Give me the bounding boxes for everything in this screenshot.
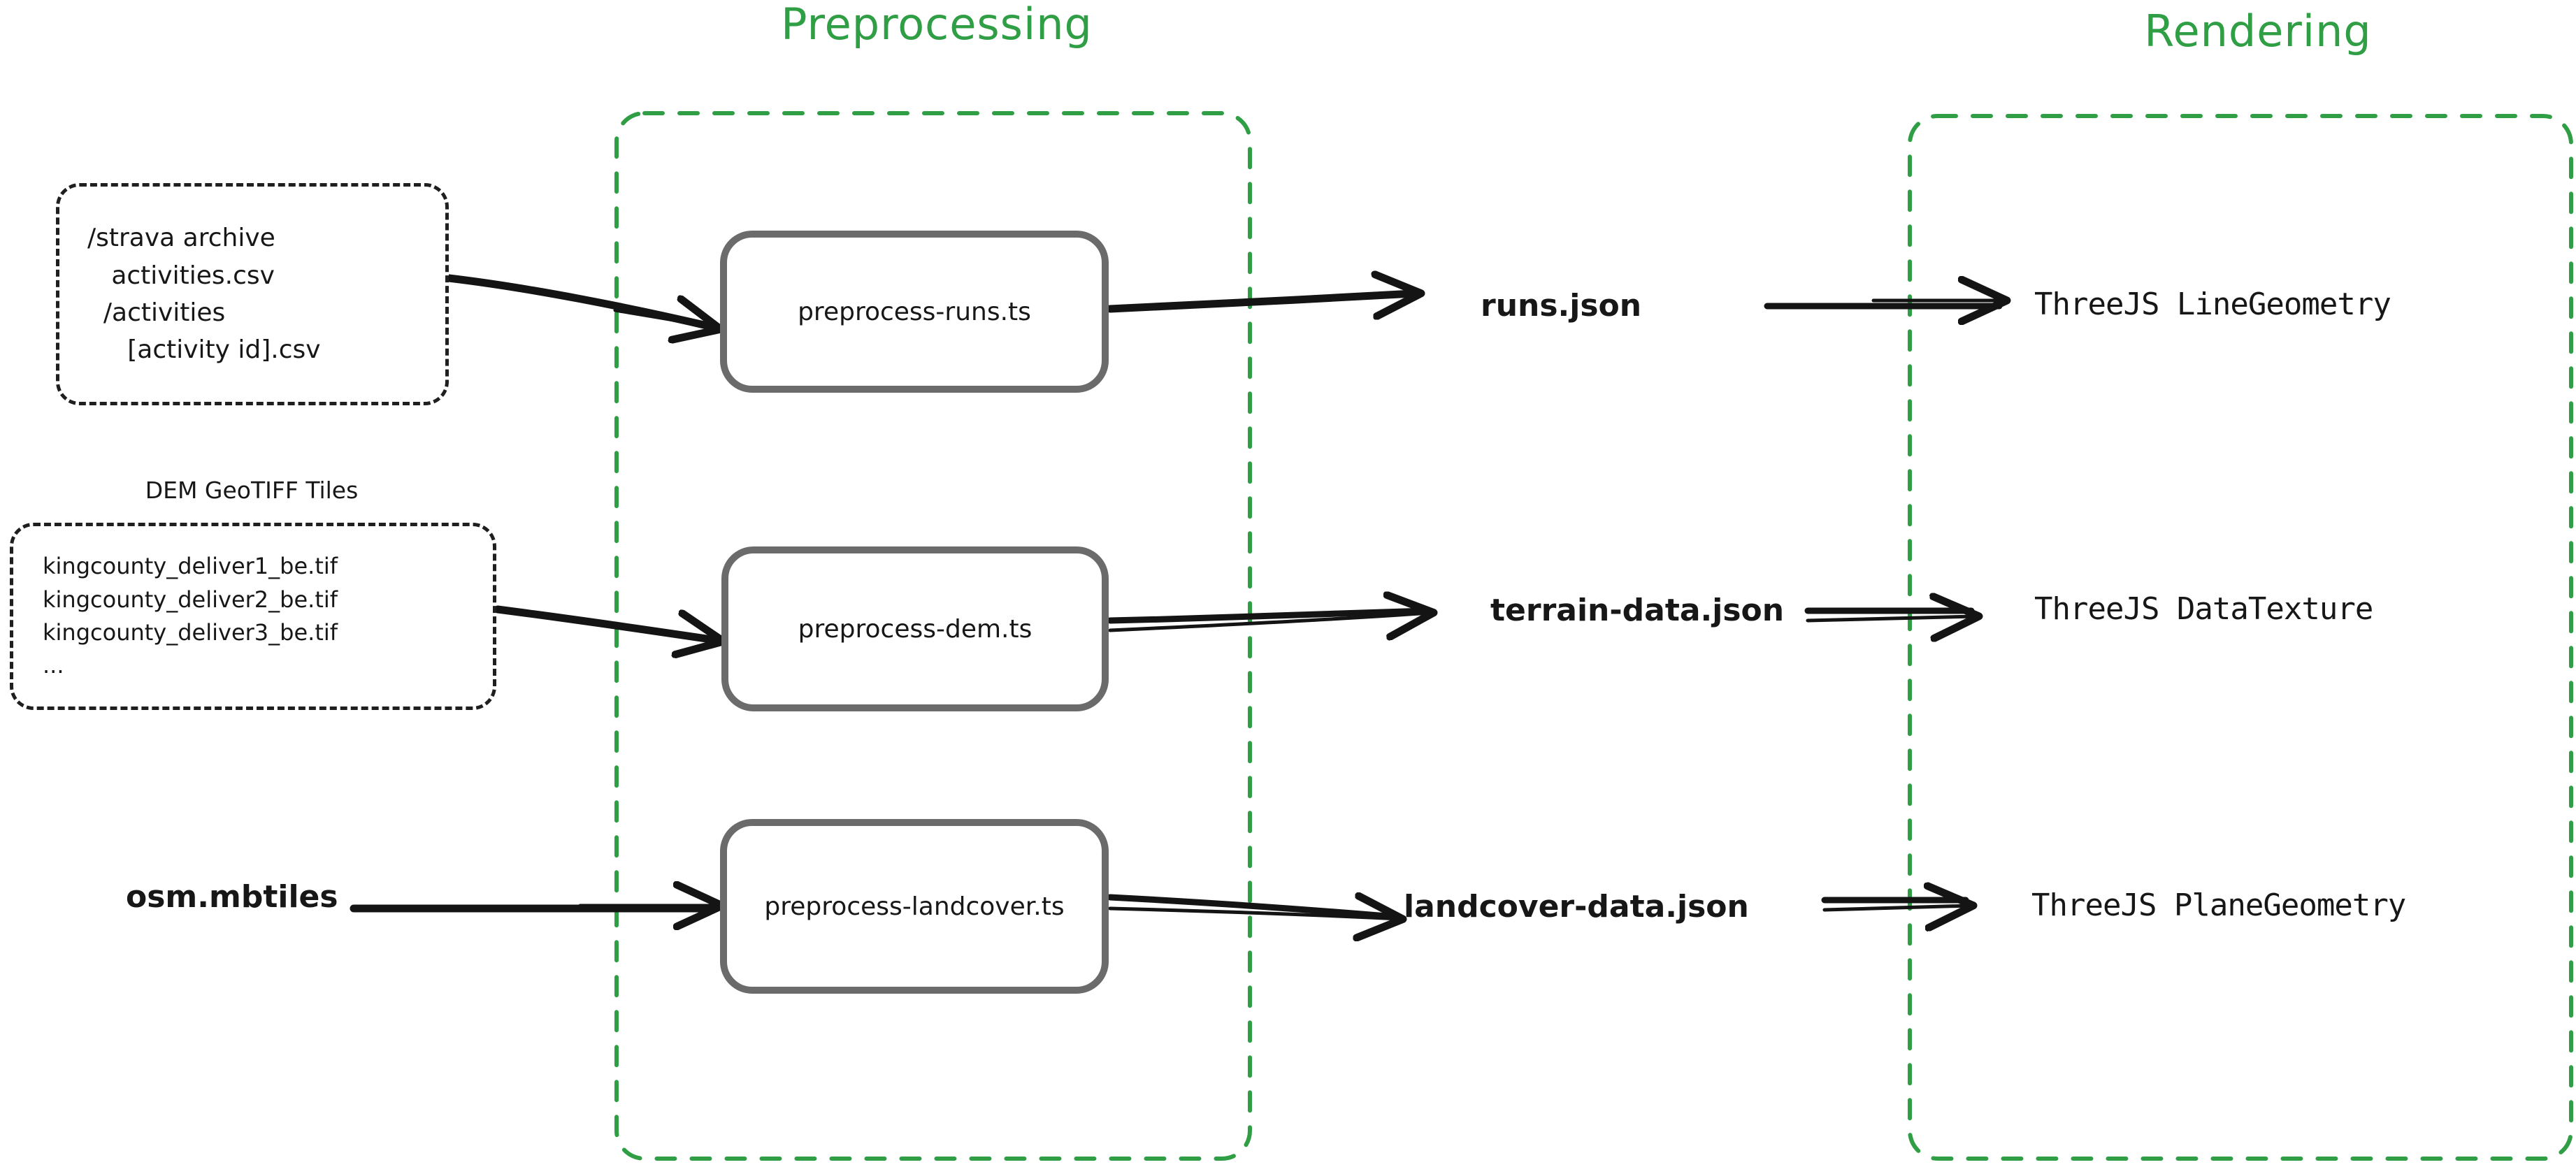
- source-line: kingcounty_deliver3_be.tif: [43, 619, 338, 646]
- process-label: preprocess-runs.ts: [798, 297, 1031, 326]
- arrow-landcover-data-json-to-threejs-planegeometry: [1821, 900, 1970, 910]
- artifact-label-terrain-data-json: terrain-data.json: [1490, 593, 1785, 628]
- arrow-osm-to-preprocess-landcover: [350, 906, 719, 908]
- process-box-preprocess-runs[interactable]: preprocess-runs.ts: [720, 231, 1109, 393]
- source-line: /activities: [87, 298, 226, 327]
- artifact-label-landcover-data-json: landcover-data.json: [1404, 889, 1749, 925]
- artifact-label-runs-json: runs.json: [1481, 288, 1642, 324]
- source-label-osm-mbtiles: osm.mbtiles: [126, 879, 338, 915]
- arrow-preprocess-landcover-to-landcover-data-json: [1107, 897, 1399, 919]
- arrow-preprocess-dem-to-terrain-data-json: [1107, 611, 1430, 630]
- process-label: preprocess-dem.ts: [798, 614, 1032, 644]
- renderer-label-threejs-planegeometry: ThreeJS PlaneGeometry: [2031, 887, 2406, 923]
- arrow-runs-json-to-threejs-linegeometry: [1764, 300, 2003, 306]
- source-line: kingcounty_deliver1_be.tif: [43, 553, 338, 580]
- group-title-preprocessing: Preprocessing: [781, 0, 1093, 50]
- arrow-terrain-data-json-to-threejs-datatexture: [1804, 611, 1976, 621]
- rendering-boundary: [1908, 114, 2573, 1161]
- group-title-rendering: Rendering: [2144, 6, 2372, 57]
- arrow-strava-to-preprocess-runs: [445, 274, 717, 328]
- source-line: activities.csv: [87, 261, 275, 290]
- process-box-preprocess-dem[interactable]: preprocess-dem.ts: [721, 546, 1109, 711]
- source-line: kingcounty_deliver2_be.tif: [43, 586, 338, 613]
- source-line: /strava archive: [87, 224, 275, 253]
- source-box-dem-geotiff-tiles: kingcounty_deliver1_be.tif kingcounty_de…: [10, 523, 496, 710]
- renderer-label-threejs-linegeometry: ThreeJS LineGeometry: [2034, 287, 2391, 322]
- process-box-preprocess-landcover[interactable]: preprocess-landcover.ts: [720, 819, 1109, 994]
- source-line: [activity id].csv: [87, 335, 321, 365]
- source-line: ...: [43, 652, 64, 679]
- source-box-strava-archive: /strava archive activities.csv /activiti…: [56, 183, 449, 405]
- process-label: preprocess-landcover.ts: [764, 892, 1065, 921]
- arrow-preprocess-runs-to-runs-json: [1106, 294, 1418, 309]
- source-caption-dem-geotiff-tiles: DEM GeoTIFF Tiles: [145, 477, 359, 504]
- arrow-dem-to-preprocess-dem: [494, 605, 720, 641]
- renderer-label-threejs-datatexture: ThreeJS DataTexture: [2034, 591, 2373, 627]
